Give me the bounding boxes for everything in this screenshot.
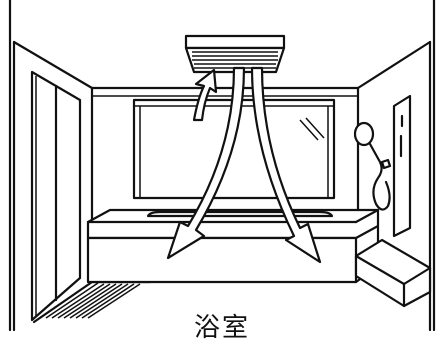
back-wall — [90, 86, 360, 232]
bath-bench — [354, 238, 432, 308]
control-panel — [392, 94, 412, 238]
door — [30, 70, 82, 322]
left-wall — [8, 0, 94, 332]
room-label: 浴室 — [193, 313, 250, 343]
airflow-inflow-arrow — [192, 68, 218, 122]
airflow-outflow-arrow-left — [166, 66, 246, 260]
shower — [353, 121, 392, 211]
airflow-outflow-arrow-right — [250, 66, 322, 264]
ceiling-vent-fan — [184, 34, 286, 74]
bathtub — [86, 208, 380, 284]
